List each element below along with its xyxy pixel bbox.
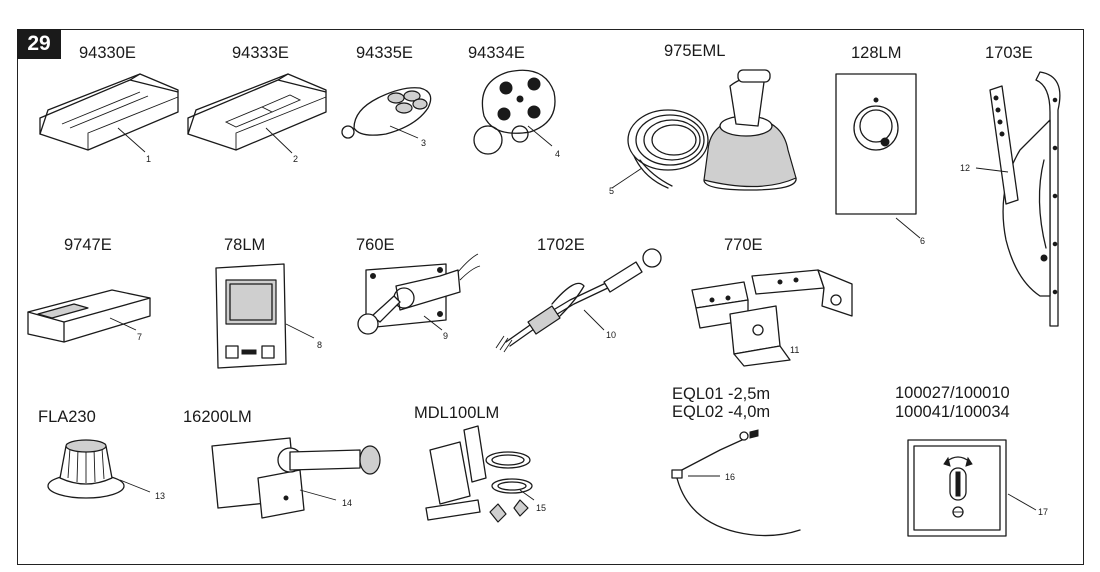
wall-button-128lm-illustration xyxy=(835,73,921,239)
keyfob-94335e-illustration xyxy=(341,87,432,139)
ref-13: 13 xyxy=(155,491,166,501)
code-16200lm: 16200LM xyxy=(183,408,252,426)
ref-3: 3 xyxy=(421,138,427,148)
ref-10: 10 xyxy=(606,330,617,340)
code-mdl100lm: MDL100LM xyxy=(414,404,500,422)
code-1702e: 1702E xyxy=(537,236,585,254)
ref-2: 2 xyxy=(293,154,299,164)
code-94334e: 94334E xyxy=(468,44,525,62)
code-eql02: EQL02 -4,0m xyxy=(672,403,771,421)
ref-15: 15 xyxy=(536,503,547,513)
ref-14: 14 xyxy=(342,498,353,508)
code-128lm: 128LM xyxy=(851,44,902,62)
code-94333e: 94333E xyxy=(232,44,289,62)
cable-eql-illustration xyxy=(671,429,801,537)
wall-panel-78lm-illustration xyxy=(215,263,315,369)
cable-release-1702e-illustration xyxy=(495,248,662,353)
code-1703e: 1703E xyxy=(985,44,1033,62)
figure-number-badge: 29 xyxy=(17,29,61,59)
key-switch-box-illustration xyxy=(907,439,1037,537)
remote-94333e-illustration xyxy=(187,73,327,154)
mounting-kit-mdl100lm-illustration xyxy=(425,425,535,523)
ref-9: 9 xyxy=(443,331,449,341)
ref-1: 1 xyxy=(146,154,152,164)
brackets-770e-illustration xyxy=(691,269,853,367)
code-9747e: 9747E xyxy=(64,236,112,254)
code-100041: 100041/100034 xyxy=(895,403,1010,421)
code-975eml: 975EML xyxy=(664,42,726,60)
remote-9747e-illustration xyxy=(27,289,151,343)
code-760e: 760E xyxy=(356,236,395,254)
ref-11: 11 xyxy=(790,345,800,355)
code-eql01: EQL01 -2,5m xyxy=(672,385,771,403)
ref-17: 17 xyxy=(1038,507,1049,517)
remote-94330e-illustration xyxy=(39,73,179,153)
key-switch-760e-illustration xyxy=(357,253,481,335)
ref-12: 12 xyxy=(960,163,971,173)
ref-4: 4 xyxy=(555,149,561,159)
bracket-1703e-illustration xyxy=(975,71,1061,327)
ref-5: 5 xyxy=(609,186,615,196)
ref-6: 6 xyxy=(920,236,926,246)
ref-16: 16 xyxy=(725,472,736,482)
ref-8: 8 xyxy=(317,340,323,350)
code-fla230: FLA230 xyxy=(38,408,96,426)
code-94335e: 94335E xyxy=(356,44,413,62)
figure-frame xyxy=(17,29,1084,565)
code-94330e: 94330E xyxy=(79,44,136,62)
flashing-light-fla230-illustration xyxy=(47,439,151,499)
keyfob-94334e-illustration xyxy=(473,69,556,155)
limit-switch-16200lm-illustration xyxy=(211,437,381,519)
ref-7: 7 xyxy=(137,332,143,342)
code-78lm: 78LM xyxy=(224,236,266,254)
code-770e: 770E xyxy=(724,236,763,254)
release-975eml-illustration xyxy=(611,69,797,191)
code-100027: 100027/100010 xyxy=(895,384,1010,402)
